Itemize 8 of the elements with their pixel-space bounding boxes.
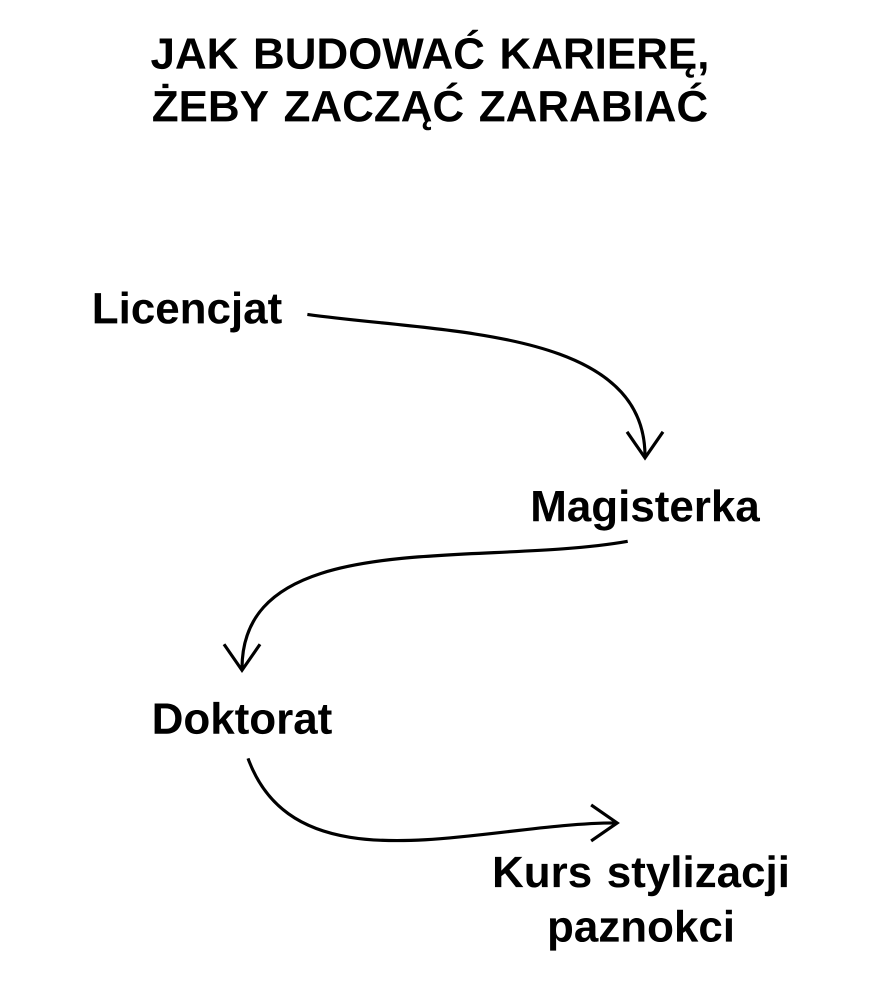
node-label: Doktorat bbox=[154, 702, 332, 734]
title: JAK BUDOWAĆ KARIERĘ, ŻEBY ZACZĄĆ ZARABIAĆ bbox=[151, 30, 707, 130]
arrow bbox=[307, 312, 664, 461]
node-label: Magisterka bbox=[533, 489, 760, 531]
arrow bbox=[222, 540, 628, 674]
node-label: Licencjat bbox=[94, 291, 282, 332]
arrow bbox=[246, 758, 620, 842]
node-label: Kurs stylizacji paznokci bbox=[494, 855, 787, 951]
